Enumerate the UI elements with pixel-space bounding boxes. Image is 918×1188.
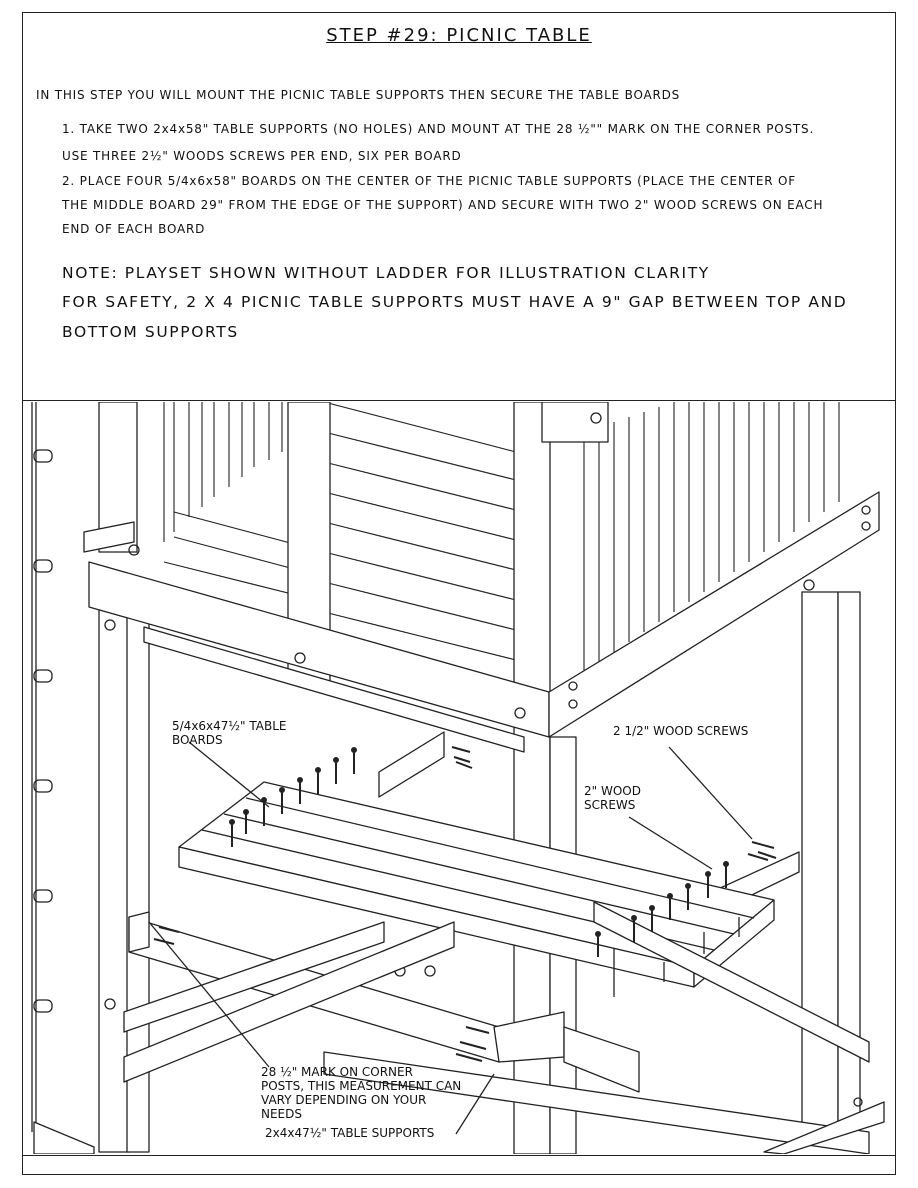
lower-frame [33,901,885,1154]
instruction-line: END OF EACH BOARD [62,222,206,236]
callout-corner-mark: POSTS, THIS MEASUREMENT CAN [261,1079,461,1093]
note-line: NOTE: PLAYSET SHOWN WITHOUT LADDER FOR I… [62,264,710,282]
footer-divider [22,1155,896,1156]
rail-slats [583,402,840,672]
step-title: STEP #29: PICNIC TABLE [326,25,592,46]
safety-note-line: BOTTOM SUPPORTS [62,323,239,341]
section-divider [22,400,896,401]
deck-siding [163,402,517,661]
instruction-line: 1. TAKE TWO 2x4x58" TABLE SUPPORTS (NO H… [62,122,815,136]
intro-text: IN THIS STEP YOU WILL MOUNT THE PICNIC T… [36,88,681,102]
callout-labels: 5/4x6x47½" TABLE BOARDS 2 1/2" WOOD SCRE… [172,719,748,1140]
callout-table-boards: BOARDS [172,733,223,747]
wood-screws [153,746,777,1062]
page-frame [22,12,896,1175]
callout-2-screws: 2" WOOD [584,784,641,798]
swing-chain [31,402,53,1132]
instruction-line: THE MIDDLE BOARD 29" FROM THE EDGE OF TH… [62,198,824,212]
instruction-line: USE THREE 2½" WOODS SCREWS PER END, SIX … [62,149,462,163]
callout-table-supports: 2x4x47½" TABLE SUPPORTS [265,1126,434,1140]
bolt-heads [104,412,871,1107]
callout-table-boards: 5/4x6x47½" TABLE [172,719,287,733]
callout-2-5-screws: 2 1/2" WOOD SCREWS [613,724,748,738]
callout-2-screws: SCREWS [584,798,635,812]
callout-corner-mark: 28 ½" MARK ON CORNER [261,1065,413,1079]
assembly-illustration: 5/4x6x47½" TABLE BOARDS 2 1/2" WOOD SCRE… [31,402,885,1154]
callout-leaders [148,741,753,1135]
rail-slats [163,402,295,542]
deck-beams [83,491,880,753]
callout-corner-mark: VARY DEPENDING ON YOUR [261,1093,426,1107]
instruction-line: 2. PLACE FOUR 5/4x6x58" BOARDS ON THE CE… [62,174,796,188]
callout-corner-mark: NEEDS [261,1107,302,1121]
safety-note-line: FOR SAFETY, 2 X 4 PICNIC TABLE SUPPORTS … [62,293,848,311]
